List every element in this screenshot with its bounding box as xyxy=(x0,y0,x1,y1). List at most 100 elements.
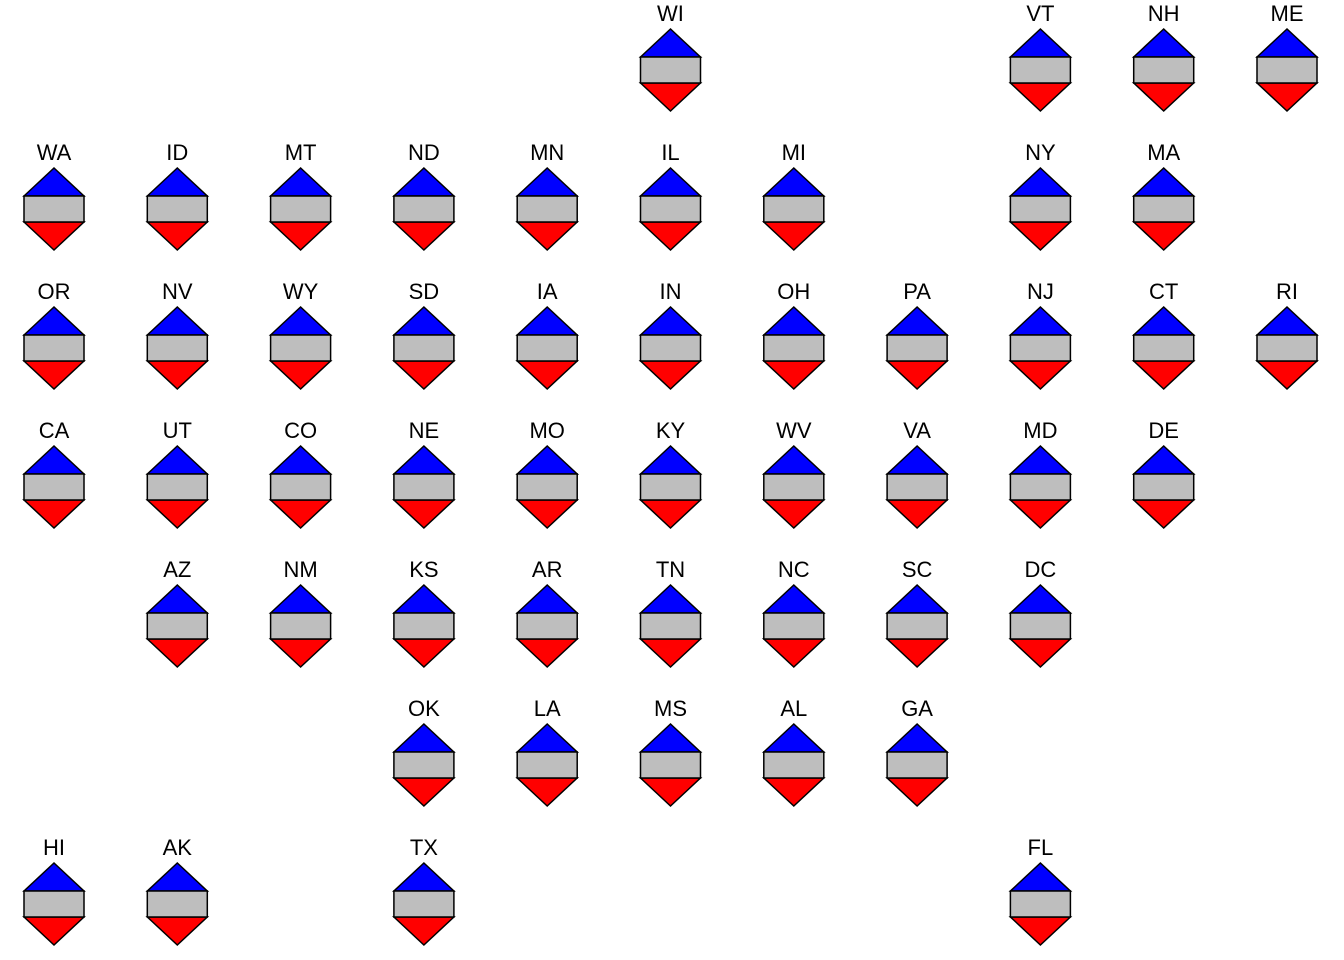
state-cell-ma: MA xyxy=(1131,140,1196,252)
glyph-bottom-triangle xyxy=(1131,82,1196,113)
glyph-bottom-triangle xyxy=(638,360,703,391)
glyph-middle-band xyxy=(516,195,578,223)
state-label: UT xyxy=(163,418,192,443)
glyph-top-triangle xyxy=(145,583,210,614)
state-cell-id: ID xyxy=(145,140,210,252)
glyph-top-triangle xyxy=(145,166,210,197)
glyph-middle-band xyxy=(146,612,209,640)
state-label: MD xyxy=(1023,418,1057,443)
state-cell-ky: KY xyxy=(638,418,703,530)
glyph-bottom-triangle xyxy=(268,360,333,391)
glyph-middle-band xyxy=(886,334,948,362)
state-cell-ar: AR xyxy=(515,557,580,669)
glyph-middle-band xyxy=(23,195,85,223)
glyph-middle-band xyxy=(1132,473,1195,501)
glyph-bottom-triangle xyxy=(1008,499,1073,530)
glyph-bottom-triangle xyxy=(391,499,456,530)
glyph-top-triangle xyxy=(22,305,86,336)
state-label: DC xyxy=(1025,557,1057,582)
glyph-middle-band xyxy=(516,751,578,779)
state-cell-or: OR xyxy=(22,279,86,391)
glyph-middle-band xyxy=(886,612,948,640)
state-cell-mo: MO xyxy=(515,418,580,530)
glyph-middle-band xyxy=(393,334,455,362)
state-label: NH xyxy=(1148,1,1180,26)
state-label: MO xyxy=(529,418,564,443)
glyph-middle-band xyxy=(1009,890,1072,918)
glyph-bottom-triangle xyxy=(515,499,580,530)
glyph-bottom-triangle xyxy=(268,221,333,252)
state-label: IL xyxy=(661,140,679,165)
state-cell-dc: DC xyxy=(1008,557,1073,669)
state-label: KS xyxy=(409,557,438,582)
glyph-middle-band xyxy=(516,612,578,640)
glyph-bottom-triangle xyxy=(761,360,826,391)
glyph-bottom-triangle xyxy=(515,360,580,391)
glyph-top-triangle xyxy=(761,444,826,475)
state-label: SC xyxy=(902,557,933,582)
glyph-top-triangle xyxy=(638,583,703,614)
glyph-top-triangle xyxy=(885,305,950,336)
state-label: DE xyxy=(1148,418,1179,443)
state-label: GA xyxy=(901,696,933,721)
glyph-bottom-triangle xyxy=(1008,638,1073,669)
glyph-middle-band xyxy=(393,473,455,501)
glyph-bottom-triangle xyxy=(885,360,950,391)
state-cell-md: MD xyxy=(1008,418,1073,530)
state-cell-al: AL xyxy=(761,696,826,808)
glyph-bottom-triangle xyxy=(515,221,580,252)
state-cell-la: LA xyxy=(515,696,580,808)
state-label: NM xyxy=(283,557,317,582)
state-cell-tx: TX xyxy=(391,835,456,947)
glyph-middle-band xyxy=(886,751,948,779)
glyph-top-triangle xyxy=(1131,444,1196,475)
state-label: RI xyxy=(1276,279,1298,304)
glyph-top-triangle xyxy=(515,583,580,614)
glyph-top-triangle xyxy=(638,305,703,336)
state-label: MT xyxy=(285,140,317,165)
glyph-top-triangle xyxy=(1008,27,1073,58)
glyph-bottom-triangle xyxy=(515,777,580,808)
glyph-top-triangle xyxy=(268,166,333,197)
glyph-bottom-triangle xyxy=(391,221,456,252)
state-cell-nd: ND xyxy=(391,140,456,252)
glyph-middle-band xyxy=(1009,334,1072,362)
glyph-bottom-triangle xyxy=(1008,360,1073,391)
state-cell-nj: NJ xyxy=(1008,279,1073,391)
state-cell-ne: NE xyxy=(391,418,456,530)
glyph-top-triangle xyxy=(1131,166,1196,197)
glyph-bottom-triangle xyxy=(638,499,703,530)
glyph-middle-band xyxy=(23,334,85,362)
glyph-bottom-triangle xyxy=(761,638,826,669)
glyph-top-triangle xyxy=(761,722,826,753)
glyph-bottom-triangle xyxy=(885,499,950,530)
state-label: FL xyxy=(1028,835,1054,860)
glyph-bottom-triangle xyxy=(638,221,703,252)
state-label: IN xyxy=(660,279,682,304)
state-label: WA xyxy=(37,140,72,165)
state-label: MA xyxy=(1147,140,1180,165)
glyph-bottom-triangle xyxy=(1255,360,1319,391)
glyph-middle-band xyxy=(763,334,825,362)
glyph-middle-band xyxy=(763,612,825,640)
glyph-bottom-triangle xyxy=(761,499,826,530)
state-label: WV xyxy=(776,418,812,443)
glyph-top-triangle xyxy=(391,583,456,614)
state-label: NJ xyxy=(1027,279,1054,304)
state-cell-ri: RI xyxy=(1255,279,1319,391)
state-cell-mn: MN xyxy=(515,140,580,252)
state-label: WY xyxy=(283,279,319,304)
glyph-top-triangle xyxy=(391,861,456,892)
state-label: TN xyxy=(656,557,685,582)
state-cell-in: IN xyxy=(638,279,703,391)
state-cell-sd: SD xyxy=(391,279,456,391)
glyph-middle-band xyxy=(269,195,332,223)
glyph-top-triangle xyxy=(515,166,580,197)
state-label: WI xyxy=(657,1,684,26)
state-cell-pa: PA xyxy=(885,279,950,391)
glyph-bottom-triangle xyxy=(1255,82,1319,113)
state-cell-ga: GA xyxy=(885,696,950,808)
glyph-top-triangle xyxy=(268,444,333,475)
